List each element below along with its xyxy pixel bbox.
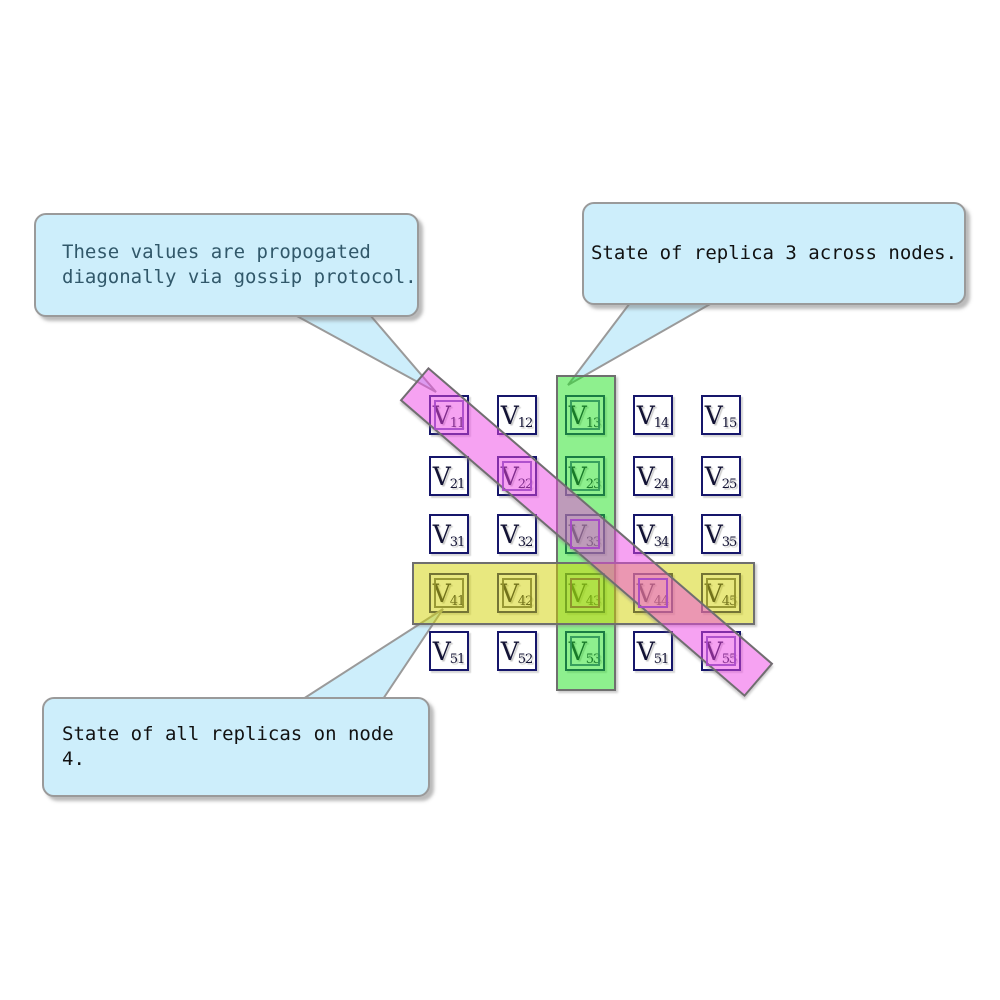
cell-label-subscript: 15 (721, 415, 738, 431)
gossip-diagonal-highlight-cell-outline (706, 636, 736, 666)
node-4-row-highlight-cell-outline (570, 578, 600, 608)
cell-label-subscript: 52 (517, 651, 534, 667)
cell-label-subscript: 24 (653, 476, 670, 492)
gossip-diagonal-highlight-cell-outline (434, 400, 464, 430)
gossip-callout-line2: diagonally via gossip protocol. (62, 266, 417, 288)
cell-label-subscript: 34 (653, 534, 670, 550)
replica-callout-text: State of replica 3 across nodes. (590, 242, 958, 264)
node-callout-text: State of all replicas on node 4. (62, 723, 394, 770)
cell-label-base: V (704, 519, 723, 549)
replica-3-column-highlight-cell-outline (570, 461, 600, 491)
cell-label-base: V (704, 461, 723, 491)
cell-label-subscript: 25 (721, 476, 738, 492)
gossip-callout: These values are propogated diagonally v… (34, 213, 419, 317)
cell-label-subscript: 51 (653, 651, 670, 667)
node-4-row-highlight-cell-outline (434, 578, 464, 608)
cell-label-base: V (432, 636, 451, 666)
cell-label-subscript: 14 (653, 415, 670, 431)
node-callout: State of all replicas on node 4. (42, 697, 430, 797)
replica-callout-pointer (567, 302, 716, 386)
cell-label-subscript: 31 (449, 534, 466, 550)
cell-label-subscript: 12 (517, 415, 534, 431)
cell-label-base: V (636, 519, 655, 549)
cell-label-base: V (636, 636, 655, 666)
cell-label-base: V (432, 461, 451, 491)
gossip-callout-pointer (294, 314, 437, 393)
cell-label-base: V (432, 519, 451, 549)
cell-label-subscript: 32 (517, 534, 534, 550)
node-4-row-highlight-cell-outline (502, 578, 532, 608)
replica-3-column-highlight-cell-outline (570, 400, 600, 430)
cell-label-subscript: 51 (449, 651, 466, 667)
gossip-diagonal-highlight-cell-outline (502, 461, 532, 491)
gossip-diagonal-highlight-cell-outline (638, 578, 668, 608)
gossip-diagonal-highlight-cell-outline (570, 519, 600, 549)
cell-label-base: V (500, 636, 519, 666)
node-4-row-highlight-cell-outline (706, 578, 736, 608)
cell-label-subscript: 35 (721, 534, 738, 550)
cell-label-base: V (500, 400, 519, 430)
replica-callout: State of replica 3 across nodes. (582, 202, 966, 305)
gossip-callout-line1: These values are propogated (62, 241, 371, 263)
cell-label-subscript: 21 (449, 476, 466, 492)
cell-label-base: V (500, 519, 519, 549)
cell-label-base: V (636, 461, 655, 491)
cell-label-base: V (636, 400, 655, 430)
replica-3-column-highlight-cell-outline (570, 636, 600, 666)
cell-label-base: V (704, 400, 723, 430)
